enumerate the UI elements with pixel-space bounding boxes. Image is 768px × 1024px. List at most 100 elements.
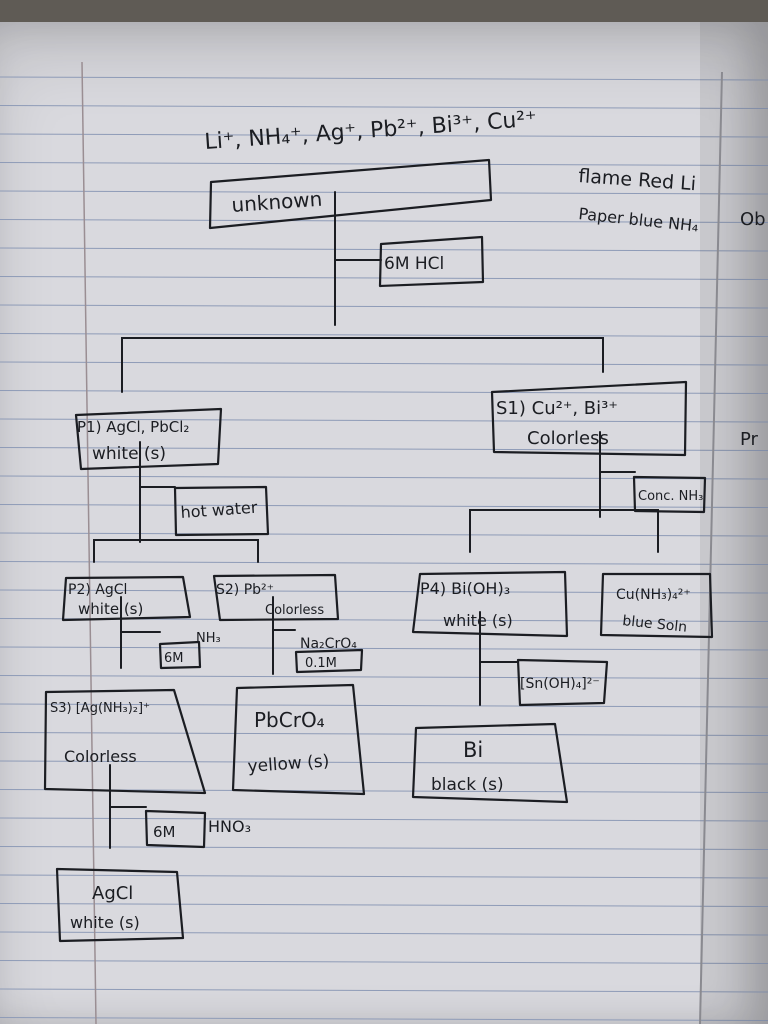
node-cu-complex: Cu(NH₃)₄²⁺ blue Soln xyxy=(599,572,714,639)
conc-nh3-box xyxy=(632,475,707,514)
na2cro4-box xyxy=(294,648,364,674)
hno3-molarity: 6M xyxy=(153,823,176,841)
cu-complex-line1: Cu(NH₃)₄²⁺ xyxy=(616,587,691,603)
ruled-line xyxy=(0,960,768,964)
agcl-final-box xyxy=(55,867,185,943)
ruled-line xyxy=(0,76,768,81)
ruled-line xyxy=(0,304,768,309)
connectors xyxy=(93,191,659,849)
next-page-note-1: Ob xyxy=(740,209,766,230)
p1-line1: P1) AgCl, PbCl₂ xyxy=(77,418,189,436)
node-p4: P4) Bi(OH)₃ white (s) xyxy=(411,570,569,638)
reagent-na2cro4: Na₂CrO₄ 0.1M xyxy=(294,636,364,674)
unknown-label: unknown xyxy=(231,187,323,217)
cu-complex-box xyxy=(599,572,714,639)
notebook-page: Li⁺, NH₄⁺, Ag⁺, Pb²⁺, Bi³⁺, Cu²⁺ unknown… xyxy=(0,22,768,1024)
p4-line2: white (s) xyxy=(443,611,513,630)
node-agcl-final: AgCl white (s) xyxy=(55,867,185,943)
pbcro4-box xyxy=(231,683,366,796)
ruled-line xyxy=(0,105,768,109)
nh3-molarity: 6M xyxy=(164,651,184,666)
hcl-label: 6M HCl xyxy=(384,254,444,274)
node-pbcro4: PbCrO₄ yellow (s) xyxy=(231,683,366,796)
ruled-line xyxy=(0,504,768,508)
s3-line2: Colorless xyxy=(64,747,137,766)
ruled-line xyxy=(0,276,768,280)
ruled-line xyxy=(0,532,768,537)
ruled-line xyxy=(0,418,768,423)
hot-water-label: hot water xyxy=(180,498,258,522)
reagent-6m-nh3: 6M NH₃ xyxy=(158,631,221,670)
pbcro4-line2: yellow (s) xyxy=(247,751,330,777)
ruled-line xyxy=(0,988,768,993)
s3-line1: S3) [Ag(NH₃)₂]⁺ xyxy=(50,701,150,716)
ruled-paper xyxy=(0,22,768,1024)
hcl-box xyxy=(378,235,485,288)
nh3-note: NH₃ xyxy=(196,631,221,646)
ruled-line xyxy=(0,475,768,480)
node-s2: S2) Pb²⁺ Colorless xyxy=(212,573,340,622)
connector-split-3 xyxy=(469,509,659,553)
ruled-line xyxy=(0,817,768,822)
hno3-box xyxy=(144,809,207,849)
page-fold xyxy=(699,71,723,1024)
bi-line1: Bi xyxy=(463,738,483,762)
connector-split-2 xyxy=(93,539,259,563)
s3-box xyxy=(43,688,207,795)
reagent-sn-oh4: [Sn(OH)₄]²⁻ xyxy=(516,658,609,707)
margin-line xyxy=(81,61,97,1024)
connector-split-1 xyxy=(121,337,604,393)
ruled-lines xyxy=(0,76,768,1021)
p4-line1: P4) Bi(OH)₃ xyxy=(420,579,510,598)
node-bi: Bi black (s) xyxy=(411,722,569,804)
reagent-hot-water: hot water xyxy=(173,485,270,537)
s1-line2: Colorless xyxy=(527,428,609,449)
reagent-6m-hcl: 6M HCl xyxy=(378,235,485,288)
ruled-line xyxy=(0,589,768,594)
ruled-line xyxy=(0,162,768,166)
reagent-conc-nh3: Conc. NH₃ xyxy=(632,475,707,514)
conc-nh3-label: Conc. NH₃ xyxy=(638,489,703,504)
ruled-line xyxy=(0,247,768,252)
hot-water-box xyxy=(173,485,270,537)
ruled-line xyxy=(0,361,768,366)
bi-line2: black (s) xyxy=(431,775,504,795)
ruled-line xyxy=(0,1017,768,1021)
ruled-line xyxy=(0,133,768,138)
s2-line1: S2) Pb²⁺ xyxy=(216,582,274,598)
bi-box xyxy=(411,722,569,804)
nh3-box xyxy=(158,640,202,670)
ruled-line xyxy=(0,447,768,451)
unknown-box xyxy=(208,158,493,230)
ruled-line xyxy=(0,190,768,195)
ruled-line xyxy=(0,760,768,765)
sn-oh4-box xyxy=(516,658,609,707)
sn-oh4-label: [Sn(OH)₄]²⁻ xyxy=(520,676,600,692)
ions-list: Li⁺, NH₄⁺, Ag⁺, Pb²⁺, Bi³⁺, Cu²⁺ xyxy=(204,107,538,155)
s1-box xyxy=(490,380,688,457)
ruled-line xyxy=(0,646,768,651)
na2cro4-line2: 0.1M xyxy=(305,656,337,671)
ruled-line xyxy=(0,390,768,394)
s2-box xyxy=(212,573,340,622)
next-page-note-2: Pr xyxy=(740,429,759,450)
pbcro4-line1: PbCrO₄ xyxy=(254,708,325,732)
ruled-line xyxy=(0,846,768,850)
ruled-line xyxy=(0,732,768,736)
ruled-line xyxy=(0,333,768,337)
ruled-line xyxy=(0,931,768,936)
s1-line1: S1) Cu²⁺, Bi³⁺ xyxy=(496,398,618,419)
node-p2: P2) AgCl white (s) xyxy=(61,575,192,622)
s2-line2: Colorless xyxy=(265,603,324,618)
agcl-final-line1: AgCl xyxy=(92,883,133,904)
p1-box xyxy=(74,407,223,471)
ruled-line xyxy=(0,675,768,679)
cu-complex-line2: blue Soln xyxy=(622,613,688,636)
ruled-line xyxy=(0,874,768,879)
p4-box xyxy=(411,570,569,638)
reagent-6m-hno3: 6M HNO₃ xyxy=(144,809,251,849)
agcl-final-line2: white (s) xyxy=(70,913,140,932)
ruled-line xyxy=(0,903,768,907)
node-unknown: Li⁺, NH₄⁺, Ag⁺, Pb²⁺, Bi³⁺, Cu²⁺ unknown xyxy=(204,107,538,230)
hno3-note: HNO₃ xyxy=(208,817,251,836)
